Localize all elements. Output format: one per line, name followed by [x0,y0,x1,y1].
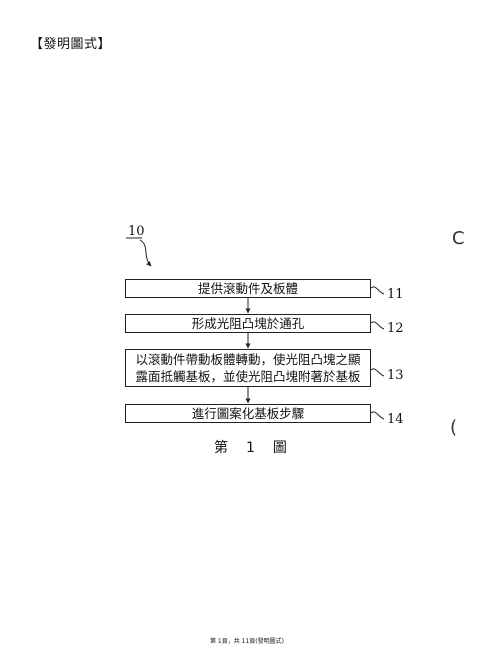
reference-numeral-12: 12 [387,321,404,336]
margin-mark-bottom: ( [450,417,458,438]
flow-step-1-text: 提供滾動件及板體 [197,280,298,296]
ref-10-pointer-arrow [139,239,152,267]
flow-step-box-2: 形成光阻凸塊於通孔 [125,314,371,333]
flow-step-3-text-line-1: 以滾動件帶動板體轉動，使光阻凸塊之顯 [135,352,361,367]
section-heading: 【發明圖式】 [30,37,112,52]
flow-step-4-text: 進行圖案化基板步驟 [191,405,305,421]
flow-step-box-3: 以滾動件帶動板體轉動，使光阻凸塊之顯 露面抵觸基板，並使光阻凸塊附著於基板 [125,349,371,387]
figure-caption: 第 1 圖 [214,440,289,456]
flow-step-2-text: 形成光阻凸塊於通孔 [191,315,305,331]
page-footer: 第 1頁，共 11頁(發明圖式) [210,638,284,645]
reference-numeral-11: 11 [387,287,404,302]
flow-step-box-4: 進行圖案化基板步驟 [125,404,371,423]
flow-step-box-1: 提供滾動件及板體 [125,279,371,298]
leader-line-11 [370,286,385,295]
reference-numeral-14: 14 [387,412,404,427]
leader-line-14 [370,411,385,420]
leader-line-13 [370,368,385,377]
flow-step-3-text-line-2: 露面抵觸基板，並使光阻凸塊附著於基板 [135,369,361,384]
leader-line-12 [370,321,385,330]
margin-mark-top: C [452,228,465,249]
reference-numeral-13: 13 [387,368,404,383]
reference-numeral-10: 10 [128,224,145,239]
